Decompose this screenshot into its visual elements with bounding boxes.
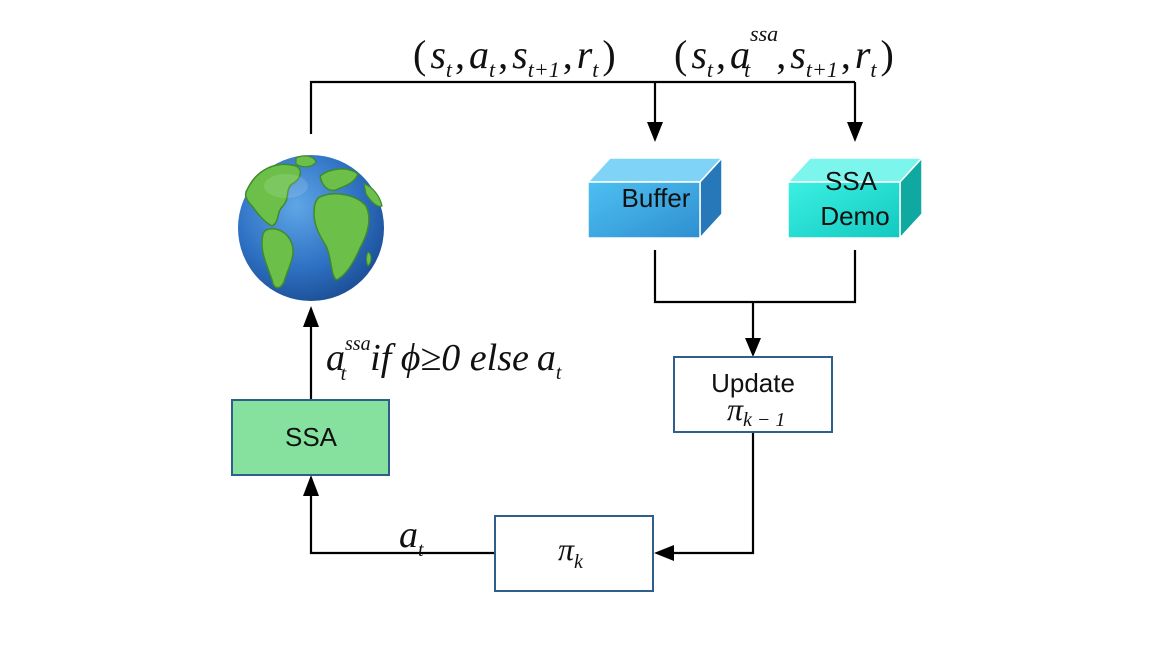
ssa-demo-label-line2: Demo [820,201,889,231]
buffer-label: Buffer [622,183,691,213]
update-to-policy-wire [654,432,755,561]
policy-to-ssa-wire [303,475,495,555]
ssa-demo-node: SSA Demo [786,156,924,240]
policy-node: πk [494,515,654,592]
ssa-to-world-wire [303,306,319,400]
buffer-transition-tuple: (st,at,st+1,rt) [413,32,616,82]
ssa-node: SSA [231,399,390,476]
buffer-node: Buffer [586,156,724,240]
policy-action-label: at [399,514,424,561]
update-node: Update πk − 1 [673,356,833,433]
policy-label: πk [558,531,584,573]
globe-icon [238,155,384,301]
ssa-demo-label-line1: SSA [825,166,878,196]
ssa-label: SSA [285,422,338,452]
top-feedback-wire [309,80,863,142]
update-label: Update [711,368,795,398]
update-policy: πk − 1 [727,391,785,431]
merge-wire [653,250,857,357]
